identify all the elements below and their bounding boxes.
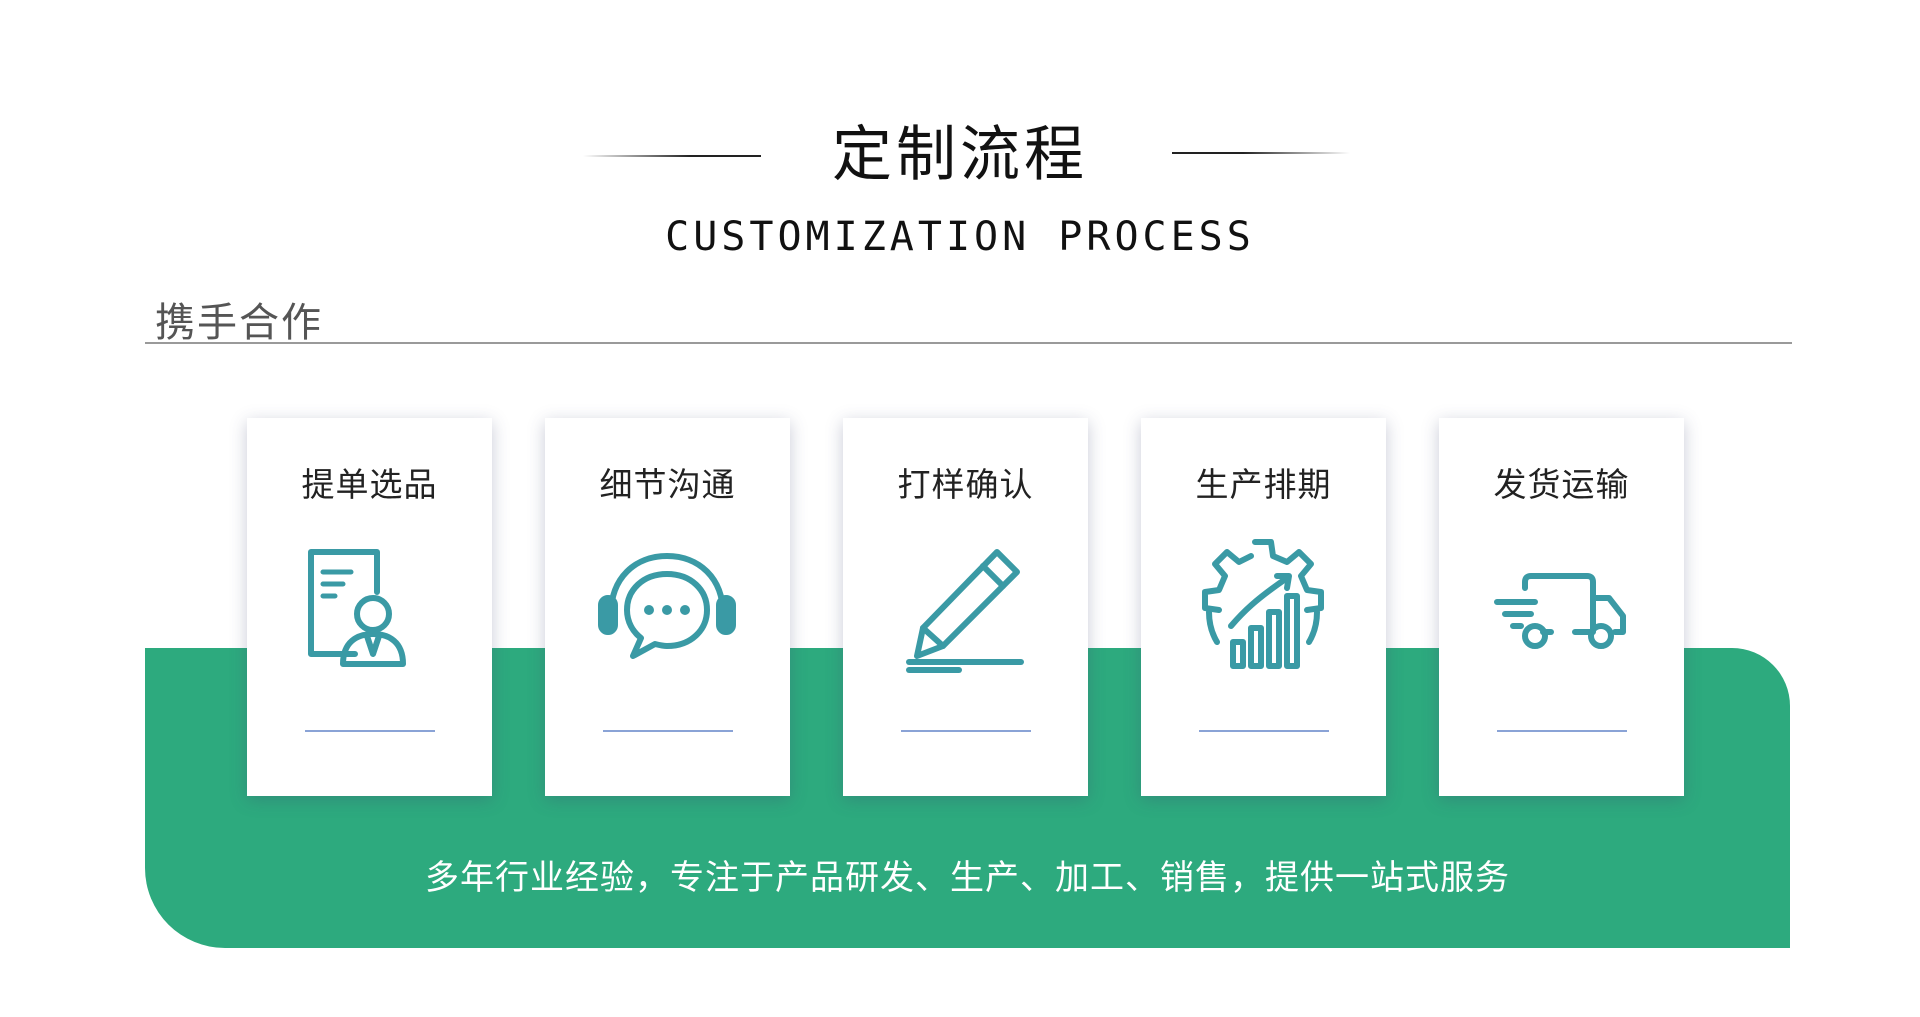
gear-growth-chart-icon (1193, 538, 1333, 678)
step-card-3[interactable]: 打样确认 (843, 418, 1088, 796)
step-card-2[interactable]: 细节沟通 (545, 418, 790, 796)
step-card-underline (1199, 730, 1329, 732)
title-row: 定制流程 (0, 120, 1920, 190)
step-card-underline (901, 730, 1031, 732)
step-card-underline (603, 730, 733, 732)
step-card-underline (305, 730, 435, 732)
step-card-title: 生产排期 (1195, 465, 1332, 504)
section-divider (145, 342, 1792, 344)
step-card-title: 细节沟通 (599, 465, 736, 504)
delivery-truck-icon (1491, 538, 1631, 678)
title-line-right (1172, 152, 1350, 154)
step-card-5[interactable]: 发货运输 (1439, 418, 1684, 796)
step-card-4[interactable]: 生产排期 (1141, 418, 1386, 796)
pencil-icon (895, 538, 1035, 678)
step-card-1[interactable]: 提单选品 (247, 418, 492, 796)
step-card-title: 提单选品 (301, 465, 438, 504)
step-card-title: 打样确认 (897, 465, 1034, 504)
section-label: 携手合作 (155, 300, 323, 346)
page-subtitle: CUSTOMIZATION PROCESS (665, 214, 1255, 260)
step-card-title: 发货运输 (1493, 465, 1630, 504)
title-line-left (583, 155, 761, 157)
step-card-underline (1497, 730, 1627, 732)
page-title: 定制流程 (832, 120, 1088, 190)
document-person-icon (299, 538, 439, 678)
tagline: 多年行业经验，专注于产品研发、生产、加工、销售，提供一站式服务 (425, 858, 1510, 898)
headset-chat-icon (597, 538, 737, 678)
